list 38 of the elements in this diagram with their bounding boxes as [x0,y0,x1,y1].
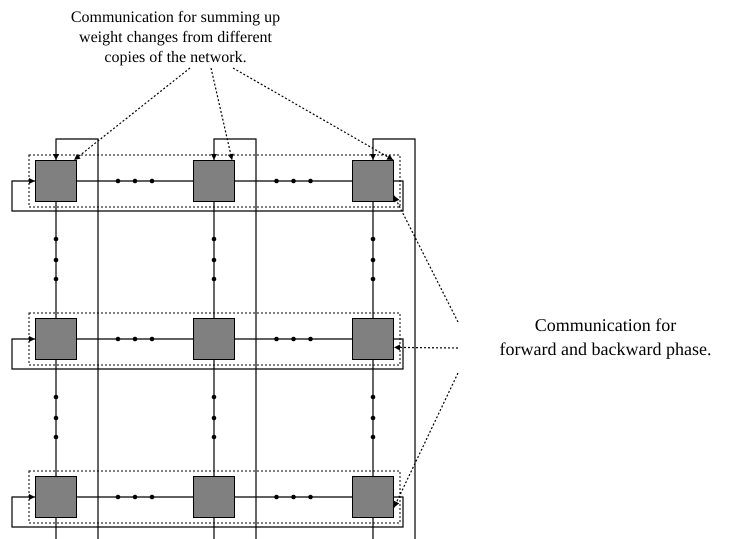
connection-line [235,338,352,340]
connection-line [11,494,404,528]
leader-line [393,195,459,322]
processor-box [193,476,235,518]
connection-line [11,178,404,212]
leader-line [393,372,459,508]
annotation-text: Communication for summing up weight changes from different copies of the network. [63,8,288,68]
processor-box [35,476,77,518]
processor-box [193,318,235,360]
connection-line [370,138,416,539]
processor-box [352,476,394,518]
processor-box [352,318,394,360]
connection-line [372,360,374,476]
leader-line [210,68,234,160]
processor-box [193,160,235,202]
connection-line [213,202,215,318]
connection-line [11,336,404,370]
processor-box [35,318,77,360]
connection-line [235,180,352,182]
connection-line [77,496,193,498]
connection-line [213,360,215,476]
connection-line [235,496,352,498]
leader-line [74,68,190,160]
connection-line [211,138,257,539]
connection-line [372,518,374,539]
connection-line [55,518,57,539]
annotation-text: Communication for forward and backward phase. [458,313,753,361]
leader-line [394,344,458,350]
connection-line [77,338,193,340]
leader-line [232,67,394,161]
connection-line [213,518,215,539]
connection-line [372,202,374,318]
connection-line [77,180,193,182]
connection-line [53,138,99,539]
connection-line [55,202,57,318]
processor-box [35,160,77,202]
connection-line [55,360,57,476]
processor-box [352,160,394,202]
